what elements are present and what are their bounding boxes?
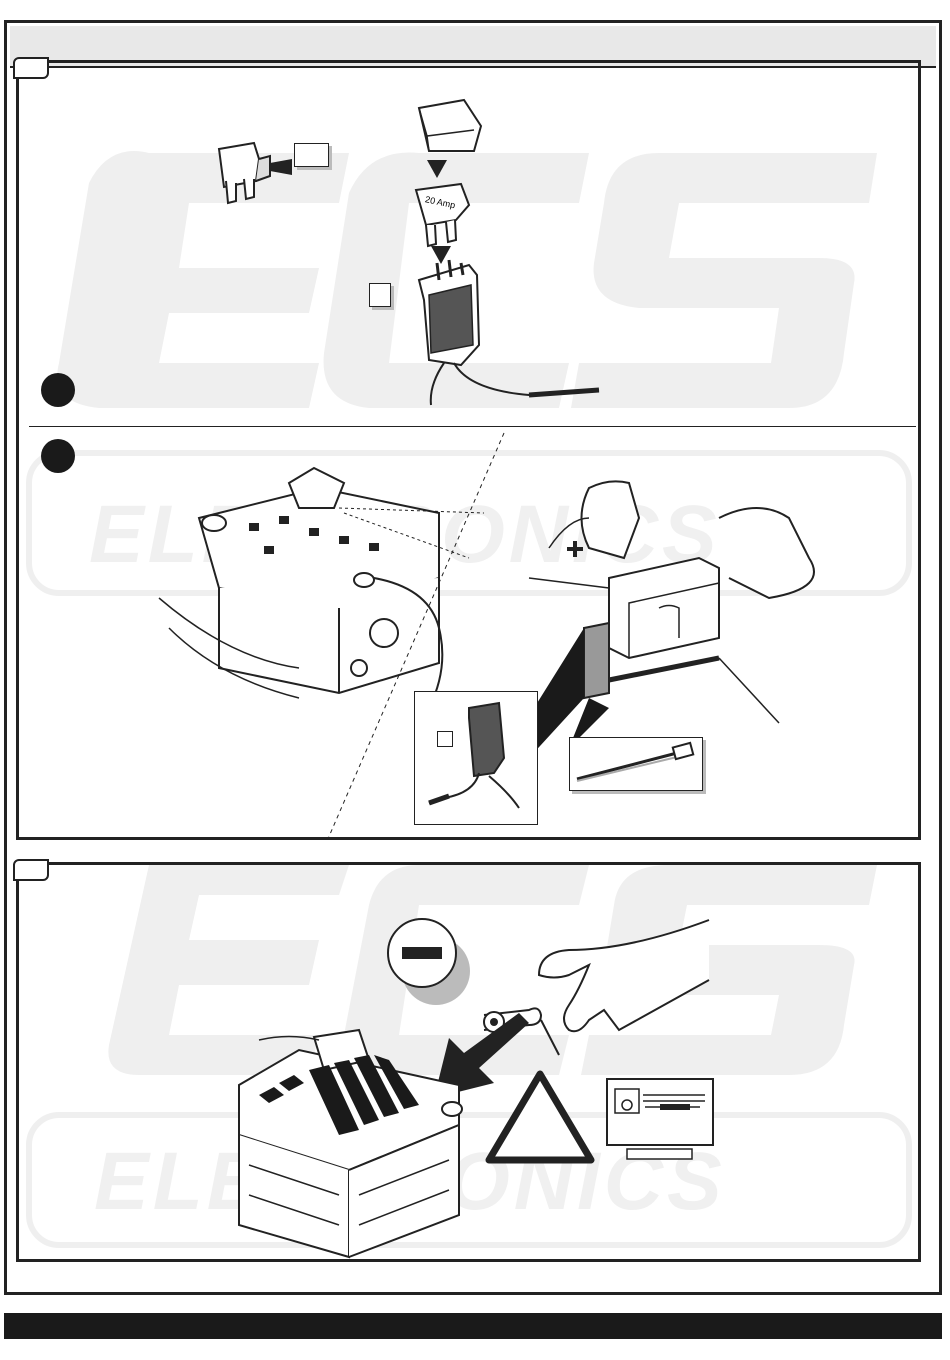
cable-tie-icon (572, 741, 702, 786)
inset-fuse-holder-illustration (424, 698, 534, 818)
fuse-holder-label (369, 283, 391, 307)
step-tab-1 (13, 57, 49, 79)
fuse-box-plus-terminal-illustration (529, 458, 859, 778)
inset-fuse-label (437, 731, 453, 747)
spare-fuse-label (294, 143, 329, 167)
fuse-holder-illustration (409, 255, 609, 415)
down-arrow-icon (427, 160, 447, 180)
step-panel-1: ELECTRONICS 20 Amp (16, 60, 921, 840)
step-bullet-b (41, 439, 75, 473)
car-battery-illustration (219, 995, 499, 1255)
plus-icon (567, 541, 583, 557)
footer-bar (4, 1313, 942, 1339)
step-panel-2: ELECTRONICS (16, 862, 921, 1262)
fuse-cover-illustration (409, 96, 489, 156)
step-bullet-a (41, 373, 75, 407)
fuse-20amp-illustration: 20 Amp (411, 180, 481, 250)
warning-triangle-icon (485, 1070, 595, 1165)
section-divider (29, 426, 916, 427)
manual-reference-icon (605, 1077, 725, 1167)
step-tab-2 (13, 859, 49, 881)
